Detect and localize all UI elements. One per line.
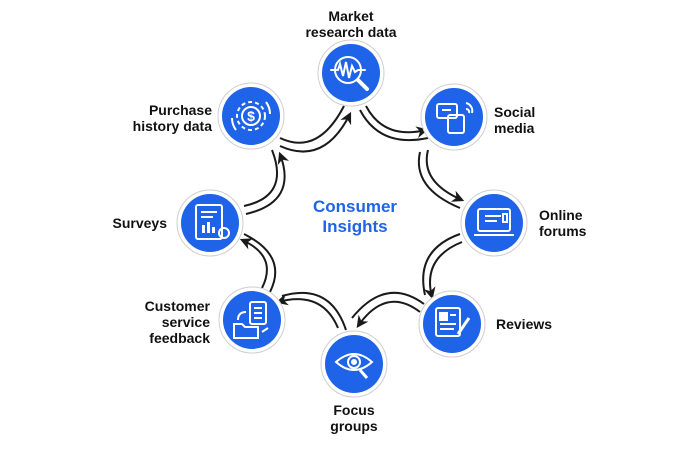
node-online-forums-disc: [465, 194, 523, 252]
label-market-research: Market research data: [281, 8, 421, 40]
node-online-forums: [460, 189, 528, 257]
label-surveys: Surveys: [80, 215, 167, 231]
label-social-media: Social media: [494, 104, 584, 136]
connector-arrow-purchase-to-market: [279, 105, 352, 153]
label-online-forums: Online forums: [539, 207, 629, 239]
label-customer-service-line2: service: [161, 314, 210, 330]
node-surveys: [176, 189, 244, 257]
label-reviews-line1: Reviews: [496, 316, 553, 332]
review-document-pen-icon: [435, 307, 471, 337]
feedback-folder-icon: [233, 301, 269, 339]
magnifier-waveform-icon: [330, 56, 369, 91]
connector-arrow-surveys-to-purchase: [243, 149, 289, 215]
connector-arrow-social-to-forums: [417, 149, 465, 209]
survey-clipboard-icon: [195, 204, 230, 240]
label-customer-service-line3: feedback: [149, 330, 210, 346]
label-online-forums-line1: Online: [539, 207, 583, 223]
center-title: Consumer Insights: [270, 197, 440, 237]
node-customer-service: [218, 286, 286, 354]
label-customer-service-line1: Customer: [144, 298, 210, 314]
connector-arrow-focus-to-customer: [275, 291, 347, 331]
label-social-media-line2: media: [494, 120, 535, 136]
label-purchase-history-line2: history data: [132, 118, 212, 134]
node-reviews: [418, 290, 486, 358]
label-focus-groups: Focus groups: [304, 402, 404, 434]
label-purchase-history-line1: Purchase: [148, 102, 212, 118]
label-focus-groups-line2: groups: [330, 418, 378, 434]
label-online-forums-line2: forums: [539, 223, 587, 239]
label-purchase-history: Purchase history data: [100, 102, 212, 134]
node-purchase-history: $: [217, 82, 285, 150]
connector-arrow-reviews-to-focus: [351, 291, 425, 328]
label-social-media-line1: Social: [494, 104, 536, 120]
center-title-line1: Consumer: [312, 197, 398, 216]
connector-arrow-forums-to-reviews: [422, 233, 463, 300]
computer-monitor-icon: [474, 208, 514, 236]
node-market-research: [317, 39, 385, 107]
center-title-line2: Insights: [322, 217, 388, 236]
connector-arrow-market-to-social: [359, 105, 429, 142]
eye-magnifier-icon: [334, 353, 374, 379]
node-customer-service-disc: [223, 291, 281, 349]
dollar-gear-icon: $: [231, 101, 271, 131]
svg-text:$: $: [247, 108, 255, 124]
node-social-media: [420, 83, 488, 151]
node-purchase-history-disc: [222, 87, 280, 145]
node-focus-groups: [320, 330, 388, 398]
social-media-devices-icon: [436, 102, 474, 134]
label-reviews: Reviews: [496, 316, 586, 332]
label-customer-service: Customer service feedback: [90, 298, 210, 346]
label-surveys-line1: Surveys: [112, 215, 167, 231]
label-market-research-line2: research data: [305, 24, 397, 40]
connector-arrow-customer-to-surveys: [239, 233, 277, 293]
label-focus-groups-line1: Focus: [333, 402, 375, 418]
label-market-research-line1: Market: [328, 8, 374, 24]
connector-arrows: [239, 105, 465, 331]
